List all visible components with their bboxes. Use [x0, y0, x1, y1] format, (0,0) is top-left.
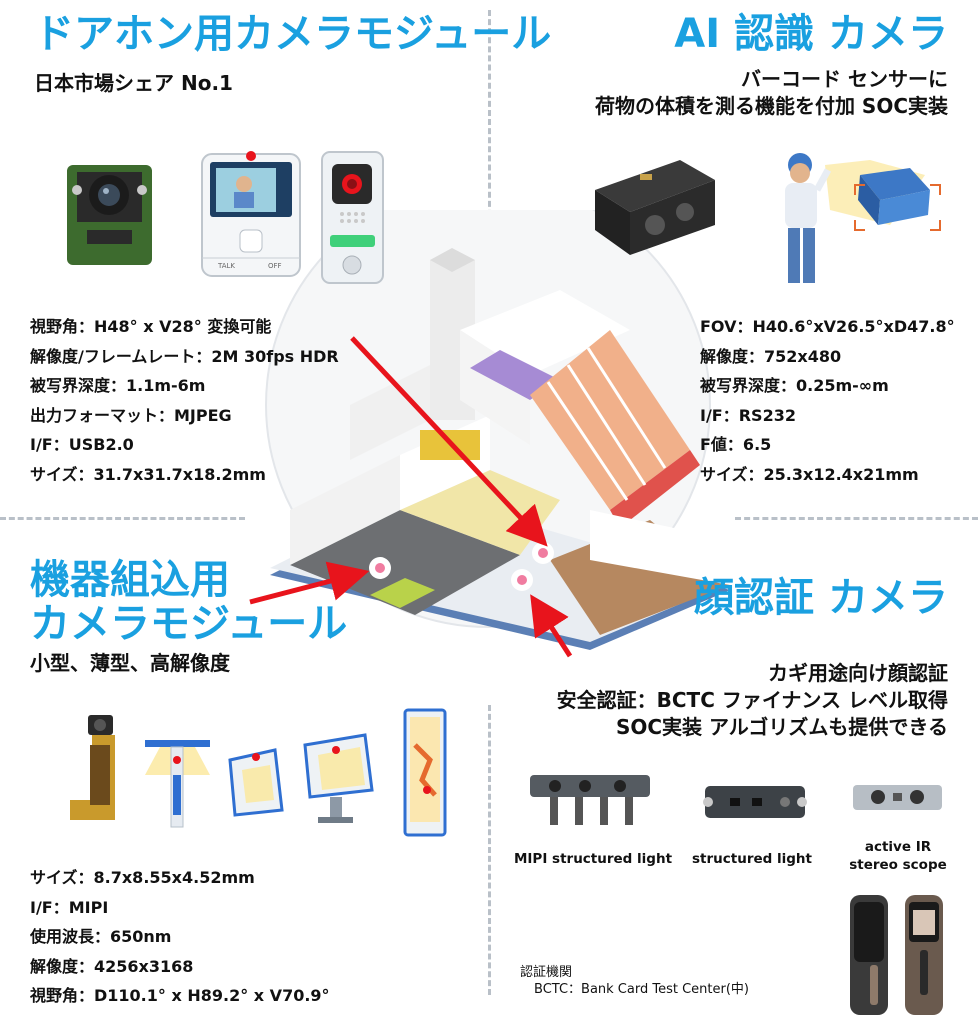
face-camera-line-3: SOC実装 アルゴリズムも提供できる [615, 715, 948, 739]
doorphone-specs: 視野角：H48° x V28° 変換可能 解像度/フレームレート：2M 30fp… [30, 312, 339, 489]
caption-mipi-structured-light: MIPI structured light [513, 851, 673, 867]
caption-active-ir-stereo: active IR stereo scope [849, 839, 947, 873]
embedded-subtitle: 小型、薄型、高解像度 [30, 651, 230, 675]
divider-left [0, 517, 245, 520]
face-camera-title: 顔認証 カメラ [694, 575, 948, 621]
spec-item: 被写界深度：0.25m-∞m [700, 376, 889, 395]
barcode-sensor-image [595, 160, 715, 255]
spec-item: 被写界深度：1.1m-6m [30, 376, 206, 395]
off-label: OFF [268, 262, 282, 270]
embedded-title-1: 機器組込用 [30, 557, 230, 603]
caption-structured-light: structured light [692, 851, 812, 867]
spec-item: 視野角：D110.1° x H89.2° x V70.9° [30, 986, 330, 1005]
doorphone-subtitle: 日本市場シェア No.1 [34, 71, 233, 95]
intercom-monitor: TALK OFF [200, 150, 302, 278]
face-camera-line-2: 安全認証：BCTC ファイナンス レベル取得 [556, 688, 948, 712]
door-station [321, 151, 384, 284]
certification-note-title: 認証機関 [520, 965, 573, 980]
spec-item: 解像度：4256x3168 [30, 956, 194, 976]
spec-item: I/F：RS232 [700, 405, 796, 425]
mipi-structured-light-image [530, 775, 650, 825]
divider-bottom [488, 705, 491, 995]
certification-note-body: BCTC：Bank Card Test Center(中) [534, 982, 749, 997]
smart-lock-image [850, 895, 943, 1015]
spec-item: I/F：MIPI [30, 897, 109, 917]
spec-item: F値：6.5 [700, 435, 772, 454]
spec-item: 解像度/フレームレート：2M 30fps HDR [30, 346, 339, 366]
spec-item: サイズ：31.7x31.7x18.2mm [30, 464, 266, 484]
spec-item: 使用波長：650nm [30, 927, 172, 946]
spec-item: 出力フォーマット：MJPEG [30, 405, 232, 425]
structured-light-image [703, 786, 807, 818]
embedded-specs: サイズ：8.7x8.55x4.52mm I/F：MIPI 使用波長：650nm … [30, 863, 330, 1011]
ai-camera-specs: FOV：H40.6°xV26.5°xD47.8° 解像度：752x480 被写界… [700, 312, 955, 489]
divider-right [735, 517, 978, 520]
active-ir-stereo-image [853, 785, 942, 810]
face-camera-line-1: カギ用途向け顔認証 [768, 661, 948, 685]
spec-item: サイズ：25.3x12.4x21mm [700, 464, 919, 484]
spec-item: サイズ：8.7x8.55x4.52mm [30, 868, 255, 887]
ai-camera-subtitle-2: 荷物の体積を測る機能を付加 SOC実装 [594, 94, 948, 118]
spec-item: I/F：USB2.0 [30, 435, 134, 454]
spec-item: 視野角：H48° x V28° 変換可能 [30, 317, 272, 336]
divider-top [488, 10, 491, 225]
worker-scanning-image [785, 153, 941, 283]
spec-item: FOV：H40.6°xV26.5°xD47.8° [700, 317, 955, 336]
talk-label: TALK [218, 262, 236, 270]
ai-camera-subtitle-1: バーコード センサーに [741, 67, 948, 91]
spec-item: 解像度：752x480 [700, 346, 842, 366]
embedded-devices-image [70, 708, 447, 837]
ai-camera-title: AI 認識 カメラ [674, 11, 948, 57]
camera-module-image [67, 165, 152, 265]
doorphone-title: ドアホン用カメラモジュール [34, 11, 552, 57]
embedded-title-2: カメラモジュール [30, 601, 348, 647]
